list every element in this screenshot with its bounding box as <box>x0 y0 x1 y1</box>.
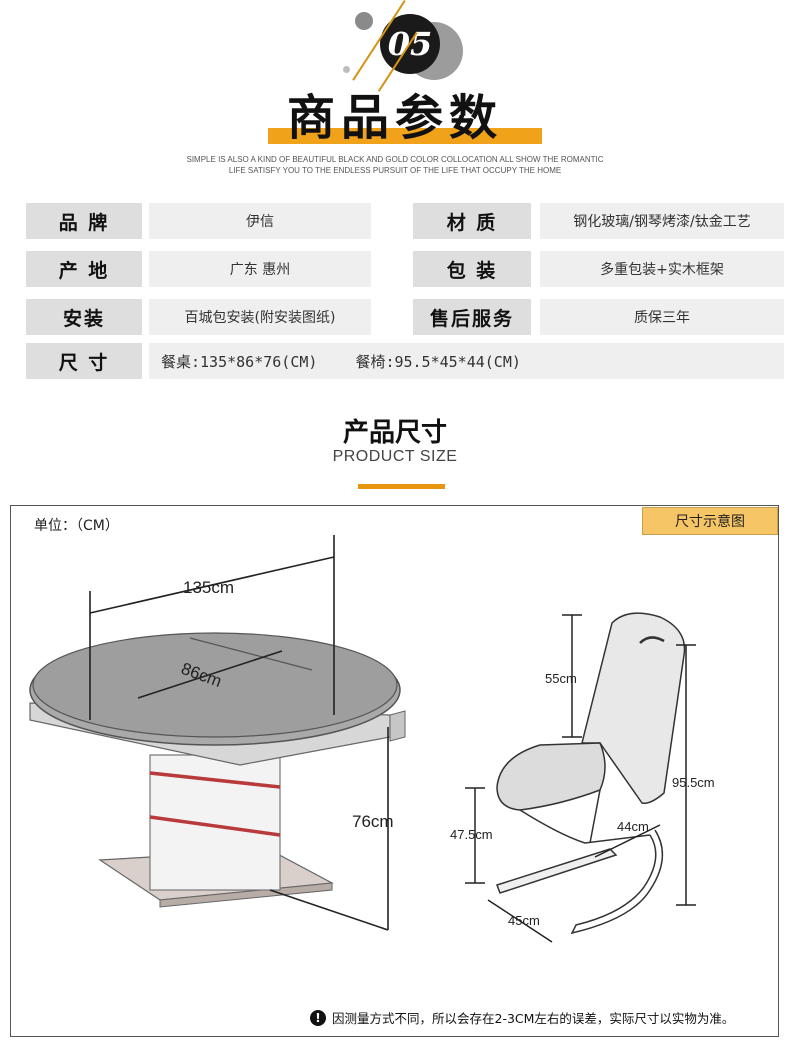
size-section-title: 产品尺寸 <box>342 418 447 448</box>
measurement-note: ! 因测量方式不同，所以会存在2-3CM左右的误差，实际尺寸以实物为准。 <box>310 1008 734 1027</box>
chair-size: 餐椅:95.5*45*44(CM) <box>355 352 521 371</box>
slogan: SIMPLE IS ALSO A KIND OF BEAUTIFUL BLACK… <box>0 154 790 176</box>
brand-value: 伊信 <box>149 203 371 239</box>
table-size: 餐桌:135*86*76(CM) <box>161 352 318 371</box>
table-height-label: 76cm <box>352 812 394 831</box>
table-dimension-lines <box>89 535 389 931</box>
material-label: 材 质 <box>413 203 531 239</box>
warning-icon: ! <box>310 1009 326 1026</box>
page-title: 商品参数 <box>286 90 503 146</box>
diagram-tag: 尺寸示意图 <box>642 507 778 535</box>
dimension-diagram: 135cm 86cm 76cm 55cm 95.5cm 47.5cm 44cm … <box>29 535 715 943</box>
size-section-subtitle: PRODUCT SIZE <box>332 448 458 465</box>
brand-label: 品 牌 <box>26 203 142 239</box>
decor-dot <box>343 66 350 73</box>
table-length-label: 135cm <box>183 578 234 597</box>
unit-label: 单位：（CM） <box>34 518 119 534</box>
chair-illustration <box>496 612 686 935</box>
section-header: 05 <box>0 0 790 100</box>
size-value: 餐桌:135*86*76(CM) 餐椅:95.5*45*44(CM) <box>149 343 784 379</box>
slogan-line: SIMPLE IS ALSO A KIND OF BEAUTIFUL BLACK… <box>186 155 604 164</box>
table-illustration <box>29 632 406 908</box>
install-value: 百城包安装(附安装图纸) <box>149 299 371 335</box>
service-value: 质保三年 <box>540 299 784 335</box>
slogan-line: LIFE SATISFY YOU TO THE ENDLESS PURSUIT … <box>228 166 562 175</box>
title-underline <box>268 128 542 144</box>
origin-label: 产 地 <box>26 251 142 287</box>
decor-dot <box>355 12 373 30</box>
note-text: 因测量方式不同，所以会存在2-3CM左右的误差，实际尺寸以实物为准。 <box>332 1011 735 1026</box>
size-underline <box>358 484 445 489</box>
origin-value: 广东 惠州 <box>149 251 371 287</box>
chair-depth-label: 44cm <box>617 819 649 834</box>
packing-label: 包 装 <box>413 251 531 287</box>
size-label: 尺 寸 <box>26 343 142 379</box>
material-value: 钢化玻璃/钢琴烤漆/钛金工艺 <box>540 203 784 239</box>
chair-dimension-lines <box>465 614 696 943</box>
service-label: 售后服务 <box>413 299 531 335</box>
packing-value: 多重包装+实木框架 <box>540 251 784 287</box>
chair-total-height-label: 95.5cm <box>672 775 715 790</box>
chair-seat-height-label: 47.5cm <box>450 827 493 842</box>
chair-back-label: 55cm <box>545 671 577 686</box>
install-label: 安装 <box>26 299 142 335</box>
chair-width-label: 45cm <box>508 913 540 928</box>
